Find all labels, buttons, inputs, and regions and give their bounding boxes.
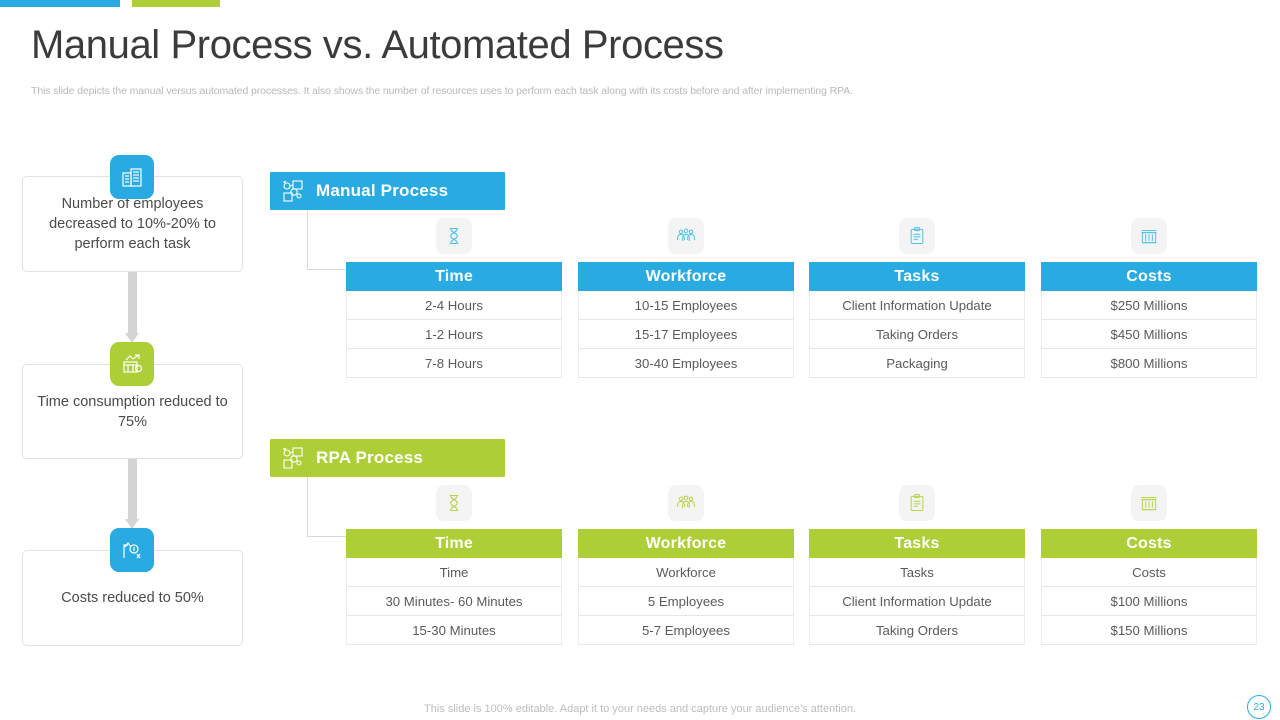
table-rpa-tasks: Tasks Tasks Client Information Update Ta… [809, 485, 1025, 645]
people-group-icon [668, 485, 704, 521]
table-manual-tasks: Tasks Client Information Update Taking O… [809, 218, 1025, 378]
time-savings-icon [110, 342, 154, 386]
callout-text: Number of employees decreased to 10%-20%… [49, 196, 216, 252]
table-cell: 30 Minutes- 60 Minutes [346, 587, 562, 616]
footer-note: This slide is 100% editable. Adapt it to… [424, 703, 856, 715]
table-cell: 15-17 Employees [578, 320, 794, 349]
column-header: Tasks [809, 262, 1025, 291]
callout-text: Time consumption reduced to 75% [37, 393, 228, 430]
table-cell: 15-30 Minutes [346, 616, 562, 645]
accent-bar-blue [0, 0, 120, 7]
column-header: Costs [1041, 262, 1257, 291]
table-manual-time: Time 2-4 Hours 1-2 Hours 7-8 Hours [346, 218, 562, 378]
table-cell: Costs [1041, 558, 1257, 587]
page-subtitle: This slide depicts the manual versus aut… [31, 85, 853, 97]
table-cell: $150 Millions [1041, 616, 1257, 645]
accent-bar-green [132, 0, 220, 7]
table-cell: 7-8 Hours [346, 349, 562, 378]
bank-icon [1131, 485, 1167, 521]
clipboard-icon [899, 218, 935, 254]
table-manual-costs: Costs $250 Millions $450 Millions $800 M… [1041, 218, 1257, 378]
banner-label: RPA Process [316, 448, 424, 467]
banner-manual-process[interactable]: Manual Process [270, 172, 505, 210]
table-cell: 30-40 Employees [578, 349, 794, 378]
table-cell: 5 Employees [578, 587, 794, 616]
process-gears-icon [270, 439, 316, 477]
table-cell: Client Information Update [809, 291, 1025, 320]
column-header: Time [346, 262, 562, 291]
flow-arrow-1 [125, 272, 139, 343]
callout-text: Costs reduced to 50% [61, 590, 204, 606]
page-title: Manual Process vs. Automated Process [31, 23, 724, 67]
table-manual-workforce: Workforce 10-15 Employees 15-17 Employee… [578, 218, 794, 378]
hourglass-icon [436, 218, 472, 254]
office-building-icon [110, 155, 154, 199]
cost-growth-icon [110, 528, 154, 572]
column-header: Costs [1041, 529, 1257, 558]
page-number-badge: 23 [1247, 695, 1271, 719]
bank-icon [1131, 218, 1167, 254]
table-cell: 5-7 Employees [578, 616, 794, 645]
table-rpa-workforce: Workforce Workforce 5 Employees 5-7 Empl… [578, 485, 794, 645]
table-cell: $100 Millions [1041, 587, 1257, 616]
table-cell: Taking Orders [809, 320, 1025, 349]
table-cell: 1-2 Hours [346, 320, 562, 349]
table-cell: $800 Millions [1041, 349, 1257, 378]
column-header: Tasks [809, 529, 1025, 558]
clipboard-icon [899, 485, 935, 521]
table-cell: $450 Millions [1041, 320, 1257, 349]
people-group-icon [668, 218, 704, 254]
table-cell: Workforce [578, 558, 794, 587]
table-cell: 2-4 Hours [346, 291, 562, 320]
table-cell: Client Information Update [809, 587, 1025, 616]
column-header: Workforce [578, 529, 794, 558]
banner-label: Manual Process [316, 181, 449, 200]
column-header: Workforce [578, 262, 794, 291]
hourglass-icon [436, 485, 472, 521]
table-cell: $250 Millions [1041, 291, 1257, 320]
table-cell: 10-15 Employees [578, 291, 794, 320]
table-cell: Packaging [809, 349, 1025, 378]
flow-arrow-2 [125, 459, 139, 529]
table-rpa-costs: Costs Costs $100 Millions $150 Millions [1041, 485, 1257, 645]
column-header: Time [346, 529, 562, 558]
table-rpa-time: Time Time 30 Minutes- 60 Minutes 15-30 M… [346, 485, 562, 645]
banner-rpa-process[interactable]: RPA Process [270, 439, 505, 477]
process-gears-icon [270, 172, 316, 210]
table-cell: Time [346, 558, 562, 587]
table-cell: Tasks [809, 558, 1025, 587]
table-cell: Taking Orders [809, 616, 1025, 645]
